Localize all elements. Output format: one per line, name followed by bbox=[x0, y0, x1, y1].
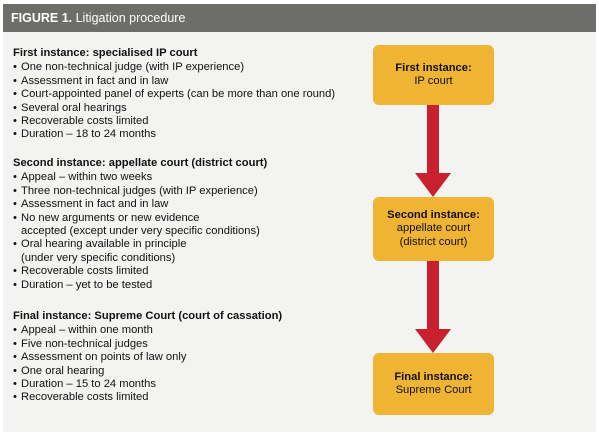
flow-box-title: Final instance: bbox=[394, 370, 473, 383]
list-item: Duration – yet to be tested bbox=[13, 279, 267, 293]
list-item-continuation: accepted (except under very specific con… bbox=[21, 225, 260, 238]
flow-box-line: (district court) bbox=[399, 235, 468, 248]
flow-box-line: IP court bbox=[414, 75, 453, 87]
list-item: Assessment in fact and in law bbox=[13, 198, 267, 212]
flow-box-final-instance: Final instance: Supreme Court bbox=[373, 353, 494, 415]
figure-header: FIGURE 1. Litigation procedure bbox=[3, 4, 596, 32]
list-item: Recoverable costs limited bbox=[13, 265, 267, 279]
figure-title: Litigation procedure bbox=[75, 11, 186, 25]
list-item: Duration – 18 to 24 months bbox=[13, 128, 335, 142]
figure-label: FIGURE 1. bbox=[11, 11, 73, 25]
list-item: One oral hearing bbox=[13, 365, 282, 379]
flow-box-title: Second instance: bbox=[387, 208, 480, 221]
list-item: Court-appointed panel of experts (can be… bbox=[13, 88, 335, 102]
list-item: Oral hearing available in principle bbox=[13, 238, 267, 252]
section-title: First instance: specialised IP court bbox=[13, 47, 198, 59]
list-item: Assessment on points of law only bbox=[13, 351, 282, 365]
list-item: One non-technical judge (with IP experie… bbox=[13, 61, 335, 75]
flow-arrow-shape bbox=[415, 105, 451, 197]
flow-arrow-down-icon bbox=[415, 261, 451, 353]
list-item: Recoverable costs limited bbox=[13, 115, 335, 129]
list-item: Duration – 15 to 24 months bbox=[13, 378, 282, 392]
flow-arrow-shape bbox=[415, 261, 451, 353]
list-item: Appeal – within one month bbox=[13, 324, 282, 338]
list-item: Appeal – within two weeks bbox=[13, 171, 267, 185]
section-list: One non-technical judge (with IP experie… bbox=[13, 61, 335, 142]
list-item: Recoverable costs limited bbox=[13, 391, 282, 405]
list-item-continuation: (under very specific conditions) bbox=[21, 251, 176, 264]
section-list: Appeal – within one month Five non-techn… bbox=[13, 324, 282, 405]
flow-box-first-instance: First instance: IP court bbox=[373, 45, 494, 105]
list-item: No new arguments or new evidence bbox=[13, 212, 267, 226]
flow-box-line: appellate court bbox=[396, 222, 471, 235]
section-list: Appeal – within two weeks Three non-tech… bbox=[13, 171, 267, 292]
section-title: Second instance: appellate court (distri… bbox=[13, 157, 268, 169]
flow-arrow-down-icon bbox=[415, 105, 451, 197]
list-item: Several oral hearings bbox=[13, 102, 335, 116]
flow-box-line: Supreme Court bbox=[395, 384, 472, 396]
section-first-instance: First instance: specialised IP court One… bbox=[13, 47, 335, 142]
section-second-instance: Second instance: appellate court (distri… bbox=[13, 157, 267, 292]
flow-box-second-instance: Second instance: appellate court (distri… bbox=[373, 197, 494, 261]
list-item: Assessment in fact and in law bbox=[13, 75, 335, 89]
section-final-instance: Final instance: Supreme Court (court of … bbox=[13, 310, 282, 405]
figure-panel: FIGURE 1. Litigation procedure First ins… bbox=[3, 4, 596, 432]
flow-box-title: First instance: bbox=[395, 61, 472, 74]
section-title: Final instance: Supreme Court (court of … bbox=[13, 310, 283, 322]
list-item: Three non-technical judges (with IP expe… bbox=[13, 185, 267, 199]
list-item: Five non-technical judges bbox=[13, 338, 282, 352]
